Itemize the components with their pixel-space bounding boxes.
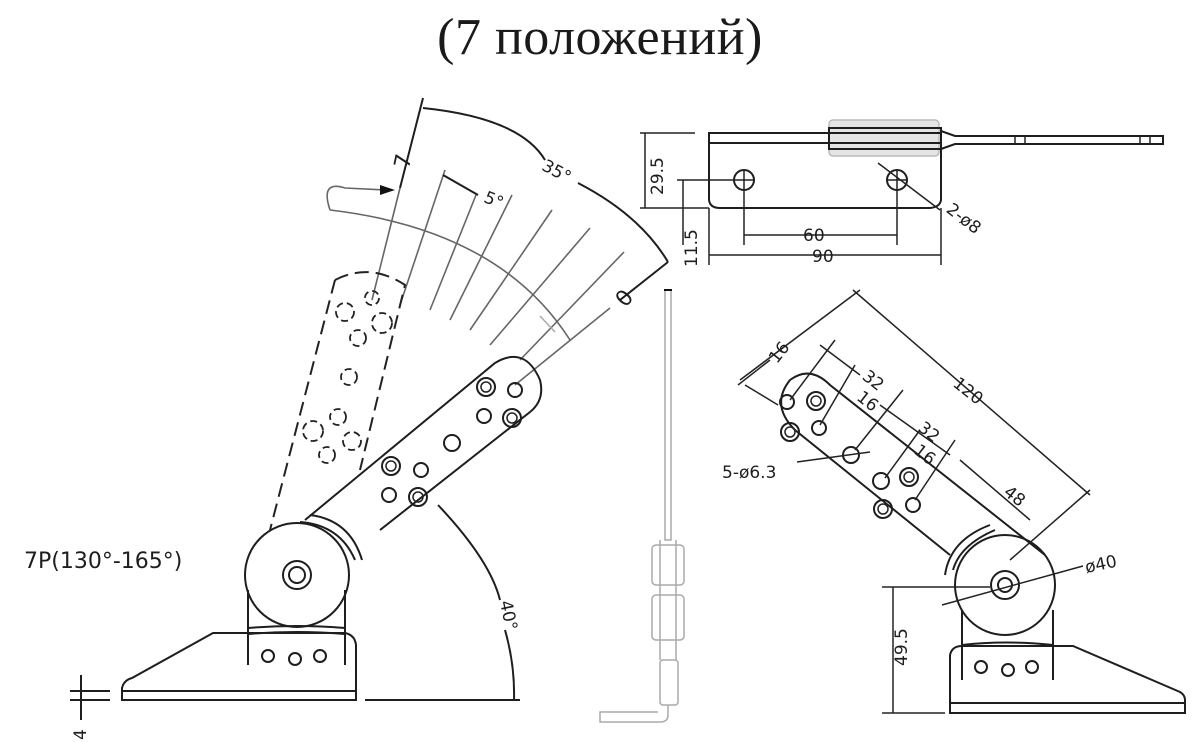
axis-height-label: 49.5 [892, 628, 912, 666]
tick [539, 315, 556, 333]
arm-dashed-position [269, 271, 407, 531]
arc-35-a [422, 107, 546, 161]
base-plate [121, 632, 357, 701]
hub-diameter-label: ø40 [1083, 552, 1119, 578]
thickness-label: 4 [71, 729, 91, 740]
position-7-label: 7 [390, 152, 417, 171]
scale-line [469, 209, 553, 331]
scale-line [449, 194, 513, 321]
motion-hook [326, 185, 386, 211]
arc-40-b [504, 629, 516, 701]
scale-line [489, 227, 591, 346]
hole-spacing-label: 60 [803, 226, 825, 246]
position-7-line-ext [371, 187, 401, 301]
side-view: 7 35° 5° 0 [70, 97, 669, 740]
hub [244, 514, 363, 666]
angle-40-label: 40° [495, 599, 521, 633]
angle-scale [326, 97, 669, 386]
arm-solid [304, 355, 543, 531]
angle-5-label: 5° [481, 188, 506, 214]
position-0-line [619, 261, 669, 301]
scale-line [429, 194, 477, 311]
position-0-line-ext [514, 307, 611, 386]
position-range-label: 7P(130°-165°) [24, 549, 182, 574]
hole-offset-label: 11.5 [682, 229, 702, 267]
page-title: (7 положений) [437, 9, 763, 66]
front-view [599, 289, 685, 723]
angle-35-label: 35° [538, 156, 574, 188]
position-7-line [399, 97, 424, 189]
dim-48: 48 [1000, 482, 1029, 511]
bracket-5 [442, 174, 479, 196]
scale-line [399, 169, 446, 306]
scale-line [519, 251, 625, 361]
arm-view [737, 289, 1186, 714]
width-label: 90 [812, 247, 834, 267]
length-label: 120 [949, 374, 987, 410]
arrow-head-icon [380, 185, 395, 195]
height-label: 29.5 [648, 157, 668, 195]
motion-arc [329, 209, 571, 341]
arc-40-a [437, 504, 501, 601]
top-view [640, 119, 1164, 265]
holes-label: 2-ø8 [942, 199, 984, 238]
arc-35-b [577, 182, 669, 263]
holes-label-arm: 5-ø6.3 [722, 463, 776, 483]
dim-32-b: 32 [914, 418, 943, 447]
